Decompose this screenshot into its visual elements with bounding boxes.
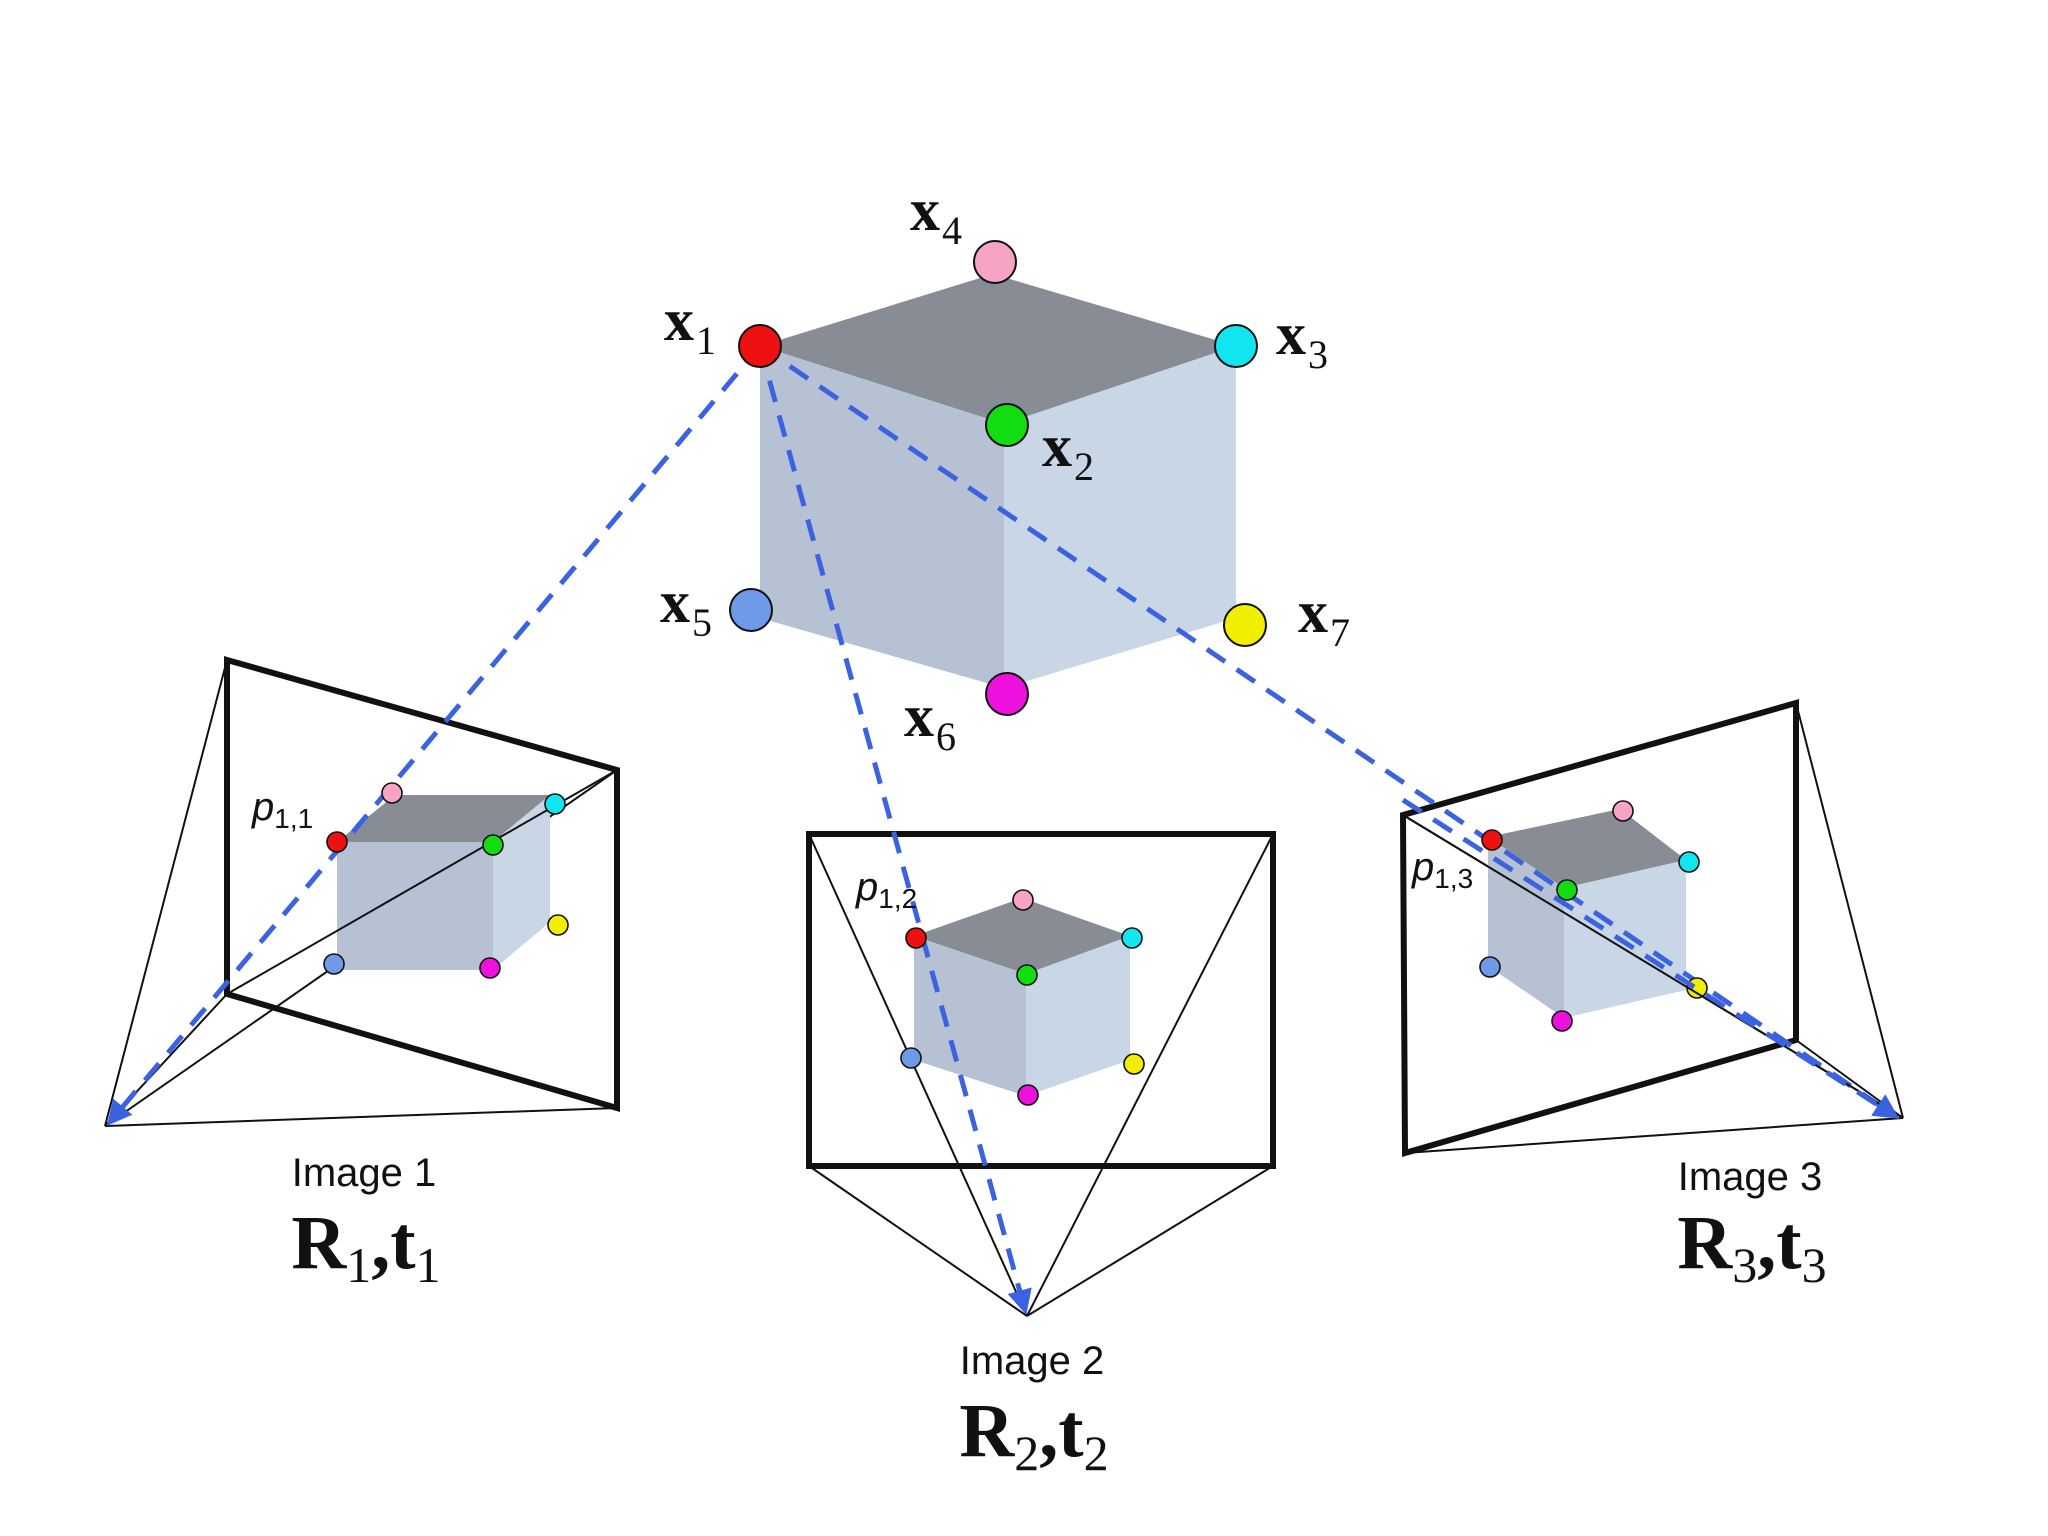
camera-2-frustum-line bbox=[1026, 833, 1274, 1317]
point-x3 bbox=[1214, 324, 1258, 368]
cam2-point-x2 bbox=[1016, 964, 1038, 986]
cube-right-face bbox=[1004, 346, 1236, 688]
camera-2-frustum-line bbox=[808, 833, 1028, 1317]
label-x6: x6 bbox=[904, 683, 956, 759]
label-p-1-3: p1,3 bbox=[1411, 845, 1473, 894]
cam2-point-x3 bbox=[1121, 927, 1143, 949]
ray-x1-to-camera-2 bbox=[757, 345, 1032, 1315]
camera-1 bbox=[104, 656, 620, 1127]
cam1-point-x4 bbox=[381, 782, 403, 804]
ray-x1-to-camera-3 bbox=[758, 343, 1900, 1119]
cam1-point-x6 bbox=[479, 957, 501, 979]
camera-3-diagonal-line bbox=[1402, 814, 1904, 1119]
label-x4: x4 bbox=[910, 177, 962, 253]
camera-2-image-plane bbox=[806, 831, 1276, 1169]
label-x5: x5 bbox=[660, 569, 712, 645]
camera-2 bbox=[806, 831, 1276, 1317]
cam3-point-x5 bbox=[1479, 956, 1501, 978]
cam1-point-x5 bbox=[323, 953, 345, 975]
camera-2-points bbox=[900, 889, 1145, 1106]
camera-3-projected-cube bbox=[1488, 809, 1686, 1018]
cam1-point-x7 bbox=[547, 914, 569, 936]
camera-2-projected-cube bbox=[914, 898, 1130, 1096]
cam3-point-x3 bbox=[1678, 851, 1700, 873]
cube-top-face bbox=[760, 274, 1236, 424]
point-x5 bbox=[729, 588, 773, 632]
camera-3-frustum-line bbox=[1404, 1117, 1904, 1154]
camera-3-image-plane bbox=[1399, 699, 1799, 1157]
cam3-point-x1 bbox=[1481, 829, 1503, 851]
cam1-point-x2 bbox=[482, 834, 504, 856]
cam3-point-x4 bbox=[1612, 800, 1634, 822]
camera-1-image-plane bbox=[224, 656, 620, 1113]
pose-image-1: R1,t1 bbox=[291, 1201, 440, 1293]
camera-1-frustum-line bbox=[104, 1107, 618, 1127]
caption-image-2: Image 2 bbox=[960, 1339, 1105, 1383]
cam1-point-x3 bbox=[544, 793, 566, 815]
cam3-point-x2 bbox=[1556, 879, 1578, 901]
point-x1 bbox=[738, 324, 782, 368]
pose-image-2: R2,t2 bbox=[959, 1389, 1108, 1481]
camera-captions: Image 1 R1,t1 Image 2 R2,t2 Image 3 R3,t… bbox=[291, 1151, 1826, 1481]
cam2-point-x1 bbox=[905, 927, 927, 949]
camera-1-points bbox=[323, 782, 569, 979]
label-x7: x7 bbox=[1298, 579, 1350, 655]
label-p-1-1: p1,1 bbox=[251, 785, 313, 834]
ray-x1-to-camera-3-overlay bbox=[1401, 797, 1900, 1119]
label-p-1-2: p1,2 bbox=[855, 865, 917, 914]
camera-1-projected-cube bbox=[337, 795, 550, 970]
ray-x1-to-camera-1 bbox=[106, 344, 762, 1126]
camera-1-frustum-line bbox=[104, 659, 228, 1127]
label-x1: x1 bbox=[664, 287, 716, 363]
camera-2-frustum-line bbox=[808, 1165, 1028, 1317]
point-x2 bbox=[985, 403, 1029, 447]
projection-rays bbox=[106, 343, 1900, 1315]
caption-image-3: Image 3 bbox=[1678, 1155, 1823, 1199]
main-cube bbox=[760, 274, 1236, 688]
projection-labels: p1,1 p1,2 p1,3 bbox=[251, 785, 1473, 914]
camera-3 bbox=[1399, 699, 1904, 1157]
point-x7 bbox=[1223, 603, 1267, 647]
label-x3: x3 bbox=[1276, 301, 1328, 377]
main-cube-points bbox=[729, 240, 1267, 716]
cube-left-face bbox=[760, 346, 1004, 688]
camera-2-frustum-line bbox=[1026, 1165, 1274, 1317]
camera-3-frustum-line bbox=[1795, 702, 1904, 1119]
cam3-point-x6 bbox=[1551, 1010, 1573, 1032]
cam1-point-x1 bbox=[326, 831, 348, 853]
point-labels: x1 x4 x3 x2 x5 x7 x6 bbox=[660, 177, 1350, 759]
point-x6 bbox=[985, 672, 1029, 716]
point-x4 bbox=[973, 240, 1017, 284]
cam2-point-x5 bbox=[900, 1047, 922, 1069]
cam2-point-x6 bbox=[1017, 1084, 1039, 1106]
label-x2: x2 bbox=[1042, 413, 1094, 489]
cam2-point-x4 bbox=[1012, 889, 1034, 911]
camera-3-frustum-line bbox=[1795, 1039, 1904, 1119]
caption-image-1: Image 1 bbox=[292, 1151, 437, 1195]
cam2-point-x7 bbox=[1123, 1053, 1145, 1075]
pose-image-3: R3,t3 bbox=[1677, 1201, 1826, 1293]
